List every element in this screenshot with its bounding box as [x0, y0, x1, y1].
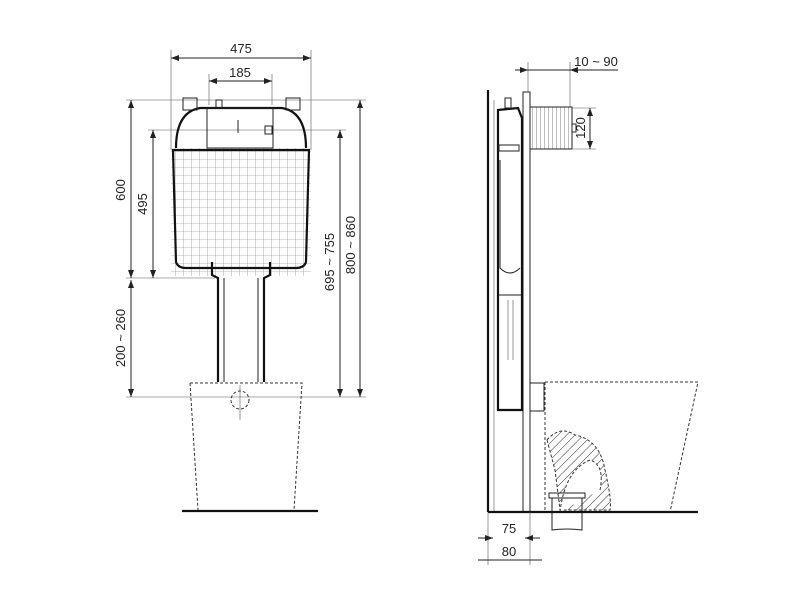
front-view: 475 185 600 495 200 ~ 260 695 ~ 755 800 …: [113, 41, 366, 513]
dim-80: 80: [502, 544, 516, 559]
frame-legs: [210, 262, 272, 420]
side-view: 10 ~ 90 120 75 80: [478, 54, 699, 565]
flush-button: [529, 106, 573, 150]
toilet-bowl-side: [544, 381, 699, 531]
dim-600: 600: [113, 179, 128, 201]
dim-475: 475: [230, 41, 252, 56]
flush-pipe: [529, 382, 545, 412]
dim-800-860: 800 ~ 860: [343, 216, 358, 274]
toilet-bowl-front: [189, 382, 303, 511]
dim-695-755: 695 ~ 755: [322, 233, 337, 291]
dim-495: 495: [135, 193, 150, 215]
dim-200-260: 200 ~ 260: [113, 309, 128, 367]
dim-75: 75: [502, 521, 516, 536]
cistern-side: [496, 97, 524, 412]
dim-185: 185: [229, 65, 251, 80]
extension-lines: [126, 50, 366, 398]
cistern-front: [171, 97, 311, 276]
dim-120: 120: [573, 117, 588, 139]
dim-10-90: 10 ~ 90: [574, 54, 618, 69]
